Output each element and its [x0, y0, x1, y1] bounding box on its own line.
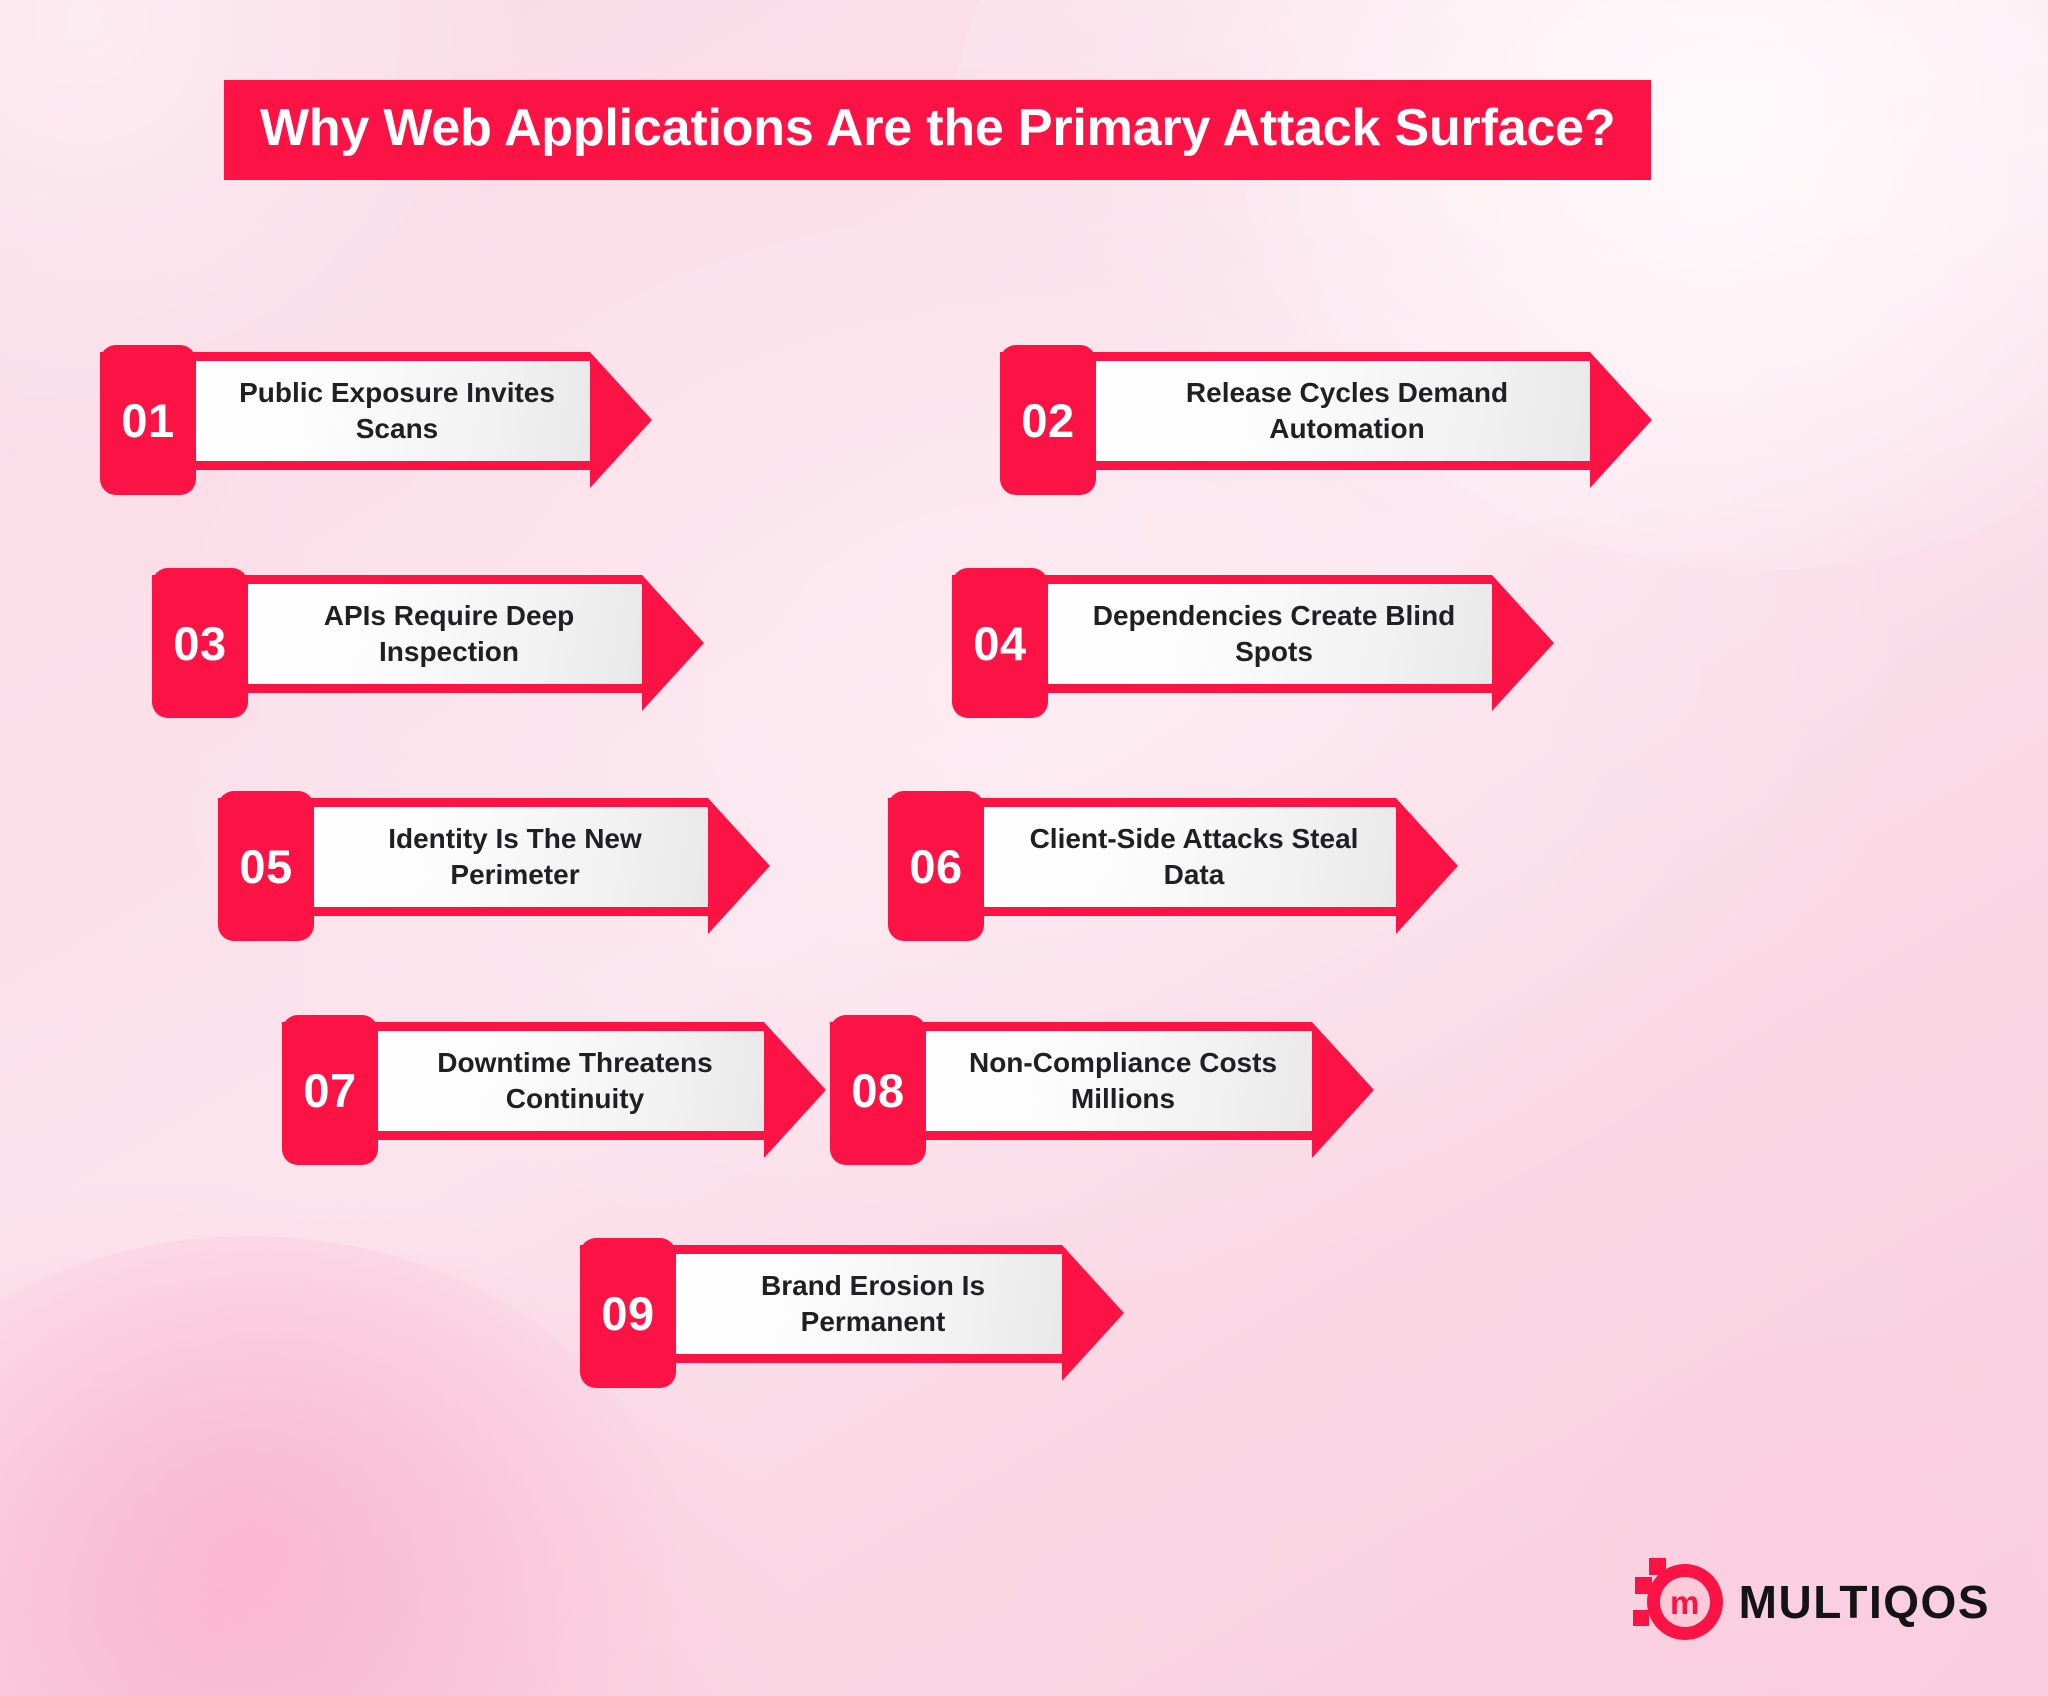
card-label: Brand Erosion Is Permanent — [760, 1270, 986, 1337]
card-body: 01 Public Exposure Invites Scans — [100, 345, 652, 495]
card-arrow-icon — [1396, 798, 1458, 934]
pixel-square-3-icon — [1634, 1577, 1652, 1594]
card-number-badge: 08 — [830, 1015, 926, 1165]
card-item-05[interactable]: 05 Identity Is The New Perimeter — [218, 791, 770, 941]
card-item-09[interactable]: 09 Brand Erosion Is Permanent — [580, 1238, 1124, 1388]
pixel-square-5-icon — [1632, 1610, 1649, 1626]
card-label: Client-Side Attacks Steal Data — [1029, 823, 1359, 890]
card-label: Downtime Threatens Continuity — [437, 1047, 713, 1114]
card-item-03[interactable]: 03 APIs Require Deep Inspection — [152, 568, 704, 718]
card-number-badge: 04 — [952, 568, 1048, 718]
card-label: Non-Compliance Costs Millions — [968, 1047, 1278, 1114]
card-label: Dependencies Create Blind Spots — [1092, 600, 1456, 667]
card-body: 04 Dependencies Create Blind Spots — [952, 568, 1554, 718]
card-label: APIs Require Deep Inspection — [323, 600, 575, 667]
card-number-badge: 05 — [218, 791, 314, 941]
brand-name: MULTIQOS — [1738, 1576, 1990, 1628]
card-number-badge: 06 — [888, 791, 984, 941]
card-number-badge: 03 — [152, 568, 248, 718]
card-label: Public Exposure Invites Scans — [239, 377, 555, 444]
card-body: 08 Non-Compliance Costs Millions — [830, 1015, 1374, 1165]
card-arrow-icon — [1312, 1022, 1374, 1158]
page-title: Why Web Applications Are the Primary Att… — [260, 99, 1616, 157]
card-item-06[interactable]: 06 Client-Side Attacks Steal Data — [888, 791, 1458, 941]
card-item-07[interactable]: 07 Downtime Threatens Continuity — [282, 1015, 826, 1165]
card-number-badge: 07 — [282, 1015, 378, 1165]
card-number-badge: 02 — [1000, 345, 1096, 495]
card-arrow-icon — [1590, 352, 1652, 488]
multiqos-mark-icon: m — [1631, 1556, 1723, 1648]
brand-logo: m MULTIQOS — [1631, 1556, 1990, 1648]
logo-letter: m — [1659, 1577, 1710, 1627]
card-arrow-icon — [590, 352, 652, 488]
card-arrow-icon — [1492, 575, 1554, 711]
card-label: Identity Is The New Perimeter — [388, 823, 642, 890]
card-item-02[interactable]: 02 Release Cycles Demand Automation — [1000, 345, 1652, 495]
header: Why Web Applications Are the Primary Att… — [224, 80, 1652, 180]
card-body: 03 APIs Require Deep Inspection — [152, 568, 704, 718]
card-item-01[interactable]: 01 Public Exposure Invites Scans — [100, 345, 652, 495]
card-item-04[interactable]: 04 Dependencies Create Blind Spots — [952, 568, 1554, 718]
card-arrow-icon — [642, 575, 704, 711]
card-label: Release Cycles Demand Automation — [1185, 377, 1509, 444]
card-number-badge: 09 — [580, 1238, 676, 1388]
logo-circle-icon: m — [1646, 1564, 1723, 1640]
card-body: 09 Brand Erosion Is Permanent — [580, 1238, 1124, 1388]
card-body: 05 Identity Is The New Perimeter — [218, 791, 770, 941]
title-banner: Why Web Applications Are the Primary Att… — [224, 80, 1652, 180]
card-body: 06 Client-Side Attacks Steal Data — [888, 791, 1458, 941]
card-body: 07 Downtime Threatens Continuity — [282, 1015, 826, 1165]
card-arrow-icon — [764, 1022, 826, 1158]
card-body: 02 Release Cycles Demand Automation — [1000, 345, 1652, 495]
card-arrow-icon — [708, 798, 770, 934]
card-number-badge: 01 — [100, 345, 196, 495]
card-arrow-icon — [1062, 1245, 1124, 1381]
card-item-08[interactable]: 08 Non-Compliance Costs Millions — [830, 1015, 1374, 1165]
